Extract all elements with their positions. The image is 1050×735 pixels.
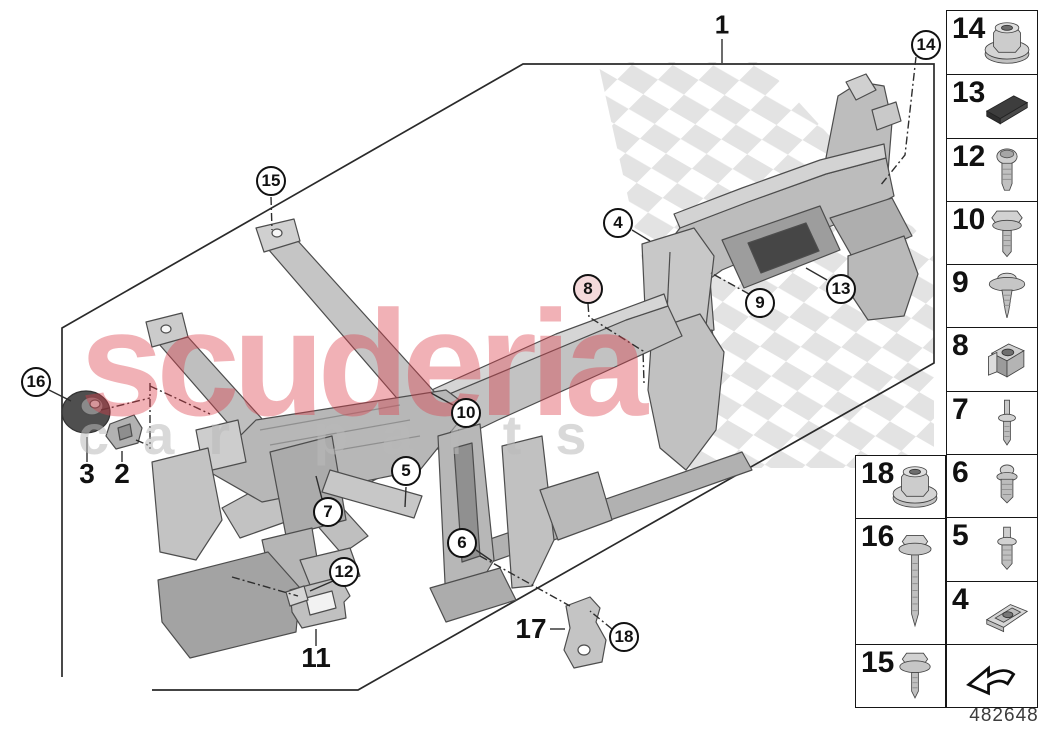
callout-8[interactable]: 8 <box>573 274 603 304</box>
legend-item-8[interactable]: 8 <box>947 327 1037 390</box>
legend-item-number: 4 <box>952 582 969 616</box>
callout-14[interactable]: 14 <box>911 30 941 60</box>
legend-item-number: 6 <box>952 456 969 490</box>
cage-nut-icon <box>980 332 1034 387</box>
legend-column-inner: 18 16 15 <box>855 455 946 708</box>
callout-12[interactable]: 12 <box>329 557 359 587</box>
legend-item-18[interactable]: 18 <box>856 456 945 518</box>
legend-back-arrow[interactable] <box>947 643 1037 707</box>
carrier-assembly-art <box>61 73 919 669</box>
watermark-secondary: car parts <box>78 403 621 466</box>
callout-16[interactable]: 16 <box>21 367 51 397</box>
legend-item-number: 12 <box>952 139 986 173</box>
watermark-brand: scuderia <box>80 279 648 447</box>
label-2[interactable]: 2 <box>114 458 130 489</box>
legend-item-16[interactable]: 16 <box>856 518 945 644</box>
long-hex-screw-icon <box>888 523 942 641</box>
callout-6[interactable]: 6 <box>447 528 477 558</box>
legend-item-number: 15 <box>861 646 895 679</box>
callout-5[interactable]: 5 <box>391 456 421 486</box>
label-17[interactable]: 17 <box>515 613 547 644</box>
legend-item-13[interactable]: 13 <box>947 74 1037 137</box>
legend-item-number: 9 <box>952 266 969 300</box>
short-hex-screw-icon <box>888 649 942 704</box>
washer-screw-icon <box>980 269 1034 324</box>
callout-13[interactable]: 13 <box>826 274 856 304</box>
legend-item-number: 18 <box>861 457 895 490</box>
legend-item-number: 8 <box>952 329 969 363</box>
callout-7[interactable]: 7 <box>313 497 343 527</box>
rubber-pad-icon <box>980 79 1034 134</box>
callout-15[interactable]: 15 <box>256 166 286 196</box>
back-arrow-icon <box>961 648 1023 703</box>
blind-rivet-icon <box>980 459 1034 514</box>
round-head-bolt-icon <box>980 142 1034 197</box>
legend-item-7[interactable]: 7 <box>947 390 1037 454</box>
legend-item-6[interactable]: 6 <box>947 454 1037 517</box>
hex-flange-bolt-icon <box>980 205 1034 260</box>
legend-item-number: 10 <box>952 202 986 236</box>
label-3[interactable]: 3 <box>79 458 95 489</box>
callout-9[interactable]: 9 <box>745 288 775 318</box>
drawing-number: 482648 <box>969 705 1039 726</box>
callout-4[interactable]: 4 <box>603 208 633 238</box>
flange-nut-icon <box>888 460 942 514</box>
flange-nut-icon <box>980 15 1034 70</box>
callout-18[interactable]: 18 <box>609 622 639 652</box>
legend-item-5[interactable]: 5 <box>947 517 1037 580</box>
double-stud-icon <box>980 395 1034 450</box>
legend-item-9[interactable]: 9 <box>947 264 1037 327</box>
legend-item-number: 7 <box>952 392 969 426</box>
legend-item-number: 14 <box>952 12 986 45</box>
diagram-frame <box>61 63 935 691</box>
leader-lines <box>48 39 917 646</box>
callout-10[interactable]: 10 <box>451 398 481 428</box>
legend-item-4[interactable]: 4 <box>947 580 1037 644</box>
legend-item-10[interactable]: 10 <box>947 200 1037 264</box>
label-1[interactable]: 1 <box>714 9 730 40</box>
legend-item-15[interactable]: 15 <box>856 644 945 707</box>
legend-item-number: 13 <box>952 76 986 110</box>
legend-item-number: 5 <box>952 519 969 553</box>
label-11[interactable]: 11 <box>301 642 331 673</box>
legend-item-12[interactable]: 12 <box>947 137 1037 201</box>
legend-item-14[interactable]: 14 <box>947 11 1037 74</box>
legend-column-right: 14 13 12 10 9 8 7 6 5 4 <box>946 10 1038 709</box>
cage-plate-icon <box>980 585 1034 640</box>
expansion-rivet-icon <box>980 522 1034 577</box>
legend-item-number: 16 <box>861 520 895 553</box>
